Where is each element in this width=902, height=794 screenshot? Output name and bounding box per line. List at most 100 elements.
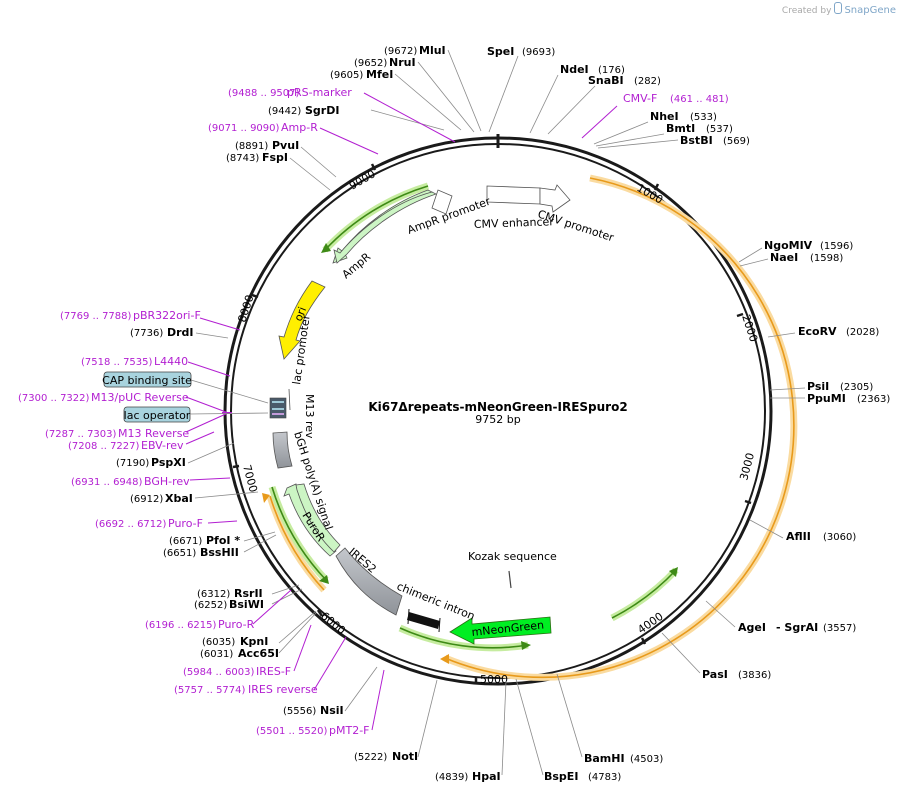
cmv-enhancer-arrow[interactable] (486, 185, 541, 205)
enzyme-label[interactable]: AflII (786, 530, 811, 543)
enzyme-label[interactable]: HpaI (472, 770, 501, 783)
tick-label-4000: 4000 (635, 610, 665, 637)
enzyme-label[interactable]: NheI (650, 110, 679, 123)
cmv-promoter-arrow[interactable] (539, 184, 571, 213)
enzyme-pos: (2363) (857, 394, 890, 405)
ampr-promoter-arrow[interactable] (431, 189, 453, 215)
tick-label-9000: 9000 (347, 167, 378, 192)
enzyme-label[interactable]: PfoI * (206, 534, 240, 547)
primer-pos: (5501 .. 5520) (256, 726, 328, 737)
enzyme-label[interactable]: KpnI (240, 635, 268, 648)
enzyme-label[interactable]: XbaI (165, 492, 193, 505)
enzyme-label[interactable]: EcoRV (798, 325, 837, 338)
primer-pos: (9071 .. 9090) (208, 123, 280, 134)
enzyme-pos: (569) (723, 136, 750, 147)
enzyme-label[interactable]: MfeI (366, 68, 393, 81)
enzyme-pos: (9693) (522, 47, 555, 58)
ampr-body (333, 191, 438, 264)
primer-label[interactable]: pRS-marker (287, 86, 352, 99)
lac-promoter-mark (288, 388, 291, 411)
enzyme-label[interactable]: PvuI (272, 139, 299, 152)
tick-label-3000: 3000 (737, 451, 757, 481)
watermark-prefix: Created by (781, 6, 832, 16)
bgh-polya-block[interactable] (272, 431, 293, 469)
enzyme-pos: (4503) (630, 754, 663, 765)
mneongreen-arrow[interactable] (449, 616, 552, 645)
enzyme-label[interactable]: SpeI (487, 45, 514, 58)
lac-operator-box[interactable] (123, 406, 191, 423)
primer-labels: CMV-F (461 .. 481) pRS-marker (9488 .. 9… (18, 86, 729, 737)
primer-label[interactable]: IRES-F (256, 665, 291, 678)
enzyme-label[interactable]: PasI (702, 668, 728, 681)
primer-label[interactable]: EBV-rev (141, 439, 184, 452)
intron-bar (407, 608, 410, 625)
enzyme-label[interactable]: BstBI (680, 134, 713, 147)
enzyme-pos: (3060) (823, 532, 856, 543)
primer-pos: (6196 .. 6215) (145, 620, 217, 631)
enzyme-label[interactable]: NgoMIV (764, 239, 813, 252)
enzyme-label[interactable]: DrdI (167, 326, 194, 339)
primer-label[interactable]: Puro-F (168, 517, 203, 530)
enzyme-pos: (9605) (330, 70, 363, 81)
enzyme-label[interactable]: NsiI (320, 704, 344, 717)
enzyme-label[interactable]: Acc65I (238, 647, 279, 660)
enzyme-label[interactable]: SnaBI (588, 74, 624, 87)
ori-arrow[interactable] (278, 280, 326, 360)
label-chimeric-intron: chimeric intron (395, 580, 477, 623)
enzyme-label[interactable]: RsrII (234, 587, 263, 600)
enzyme-pos: (1598) (810, 253, 843, 264)
enzyme-pos: (537) (706, 124, 733, 135)
enzyme-label[interactable]: SgrDI (305, 104, 339, 117)
plasmid-name: Ki67Δrepeats-mNeonGreen-IRESpuro2 (368, 400, 627, 414)
primer-label[interactable]: M13/pUC Reverse (91, 391, 189, 404)
primer-pos: (7287 .. 7303) (45, 429, 117, 440)
enzyme-label[interactable]: FspI (262, 151, 288, 164)
primer-pos: (7300 .. 7322) (18, 393, 90, 404)
enzyme-label[interactable]: BssHII (200, 546, 239, 559)
lac-stripe (272, 401, 284, 403)
enzyme-pos: (8891) (235, 141, 268, 152)
enzyme-label[interactable]: BsiWI (229, 598, 264, 611)
enzyme-label[interactable]: PsiI (807, 380, 829, 393)
primer-label[interactable]: BGH-rev (144, 475, 190, 488)
enzyme-label[interactable]: AgeI (738, 621, 766, 634)
primer-label[interactable]: M13 Reverse (118, 427, 189, 440)
tick-label-5000: 5000 (480, 673, 508, 686)
ires2-block[interactable] (335, 547, 403, 616)
label-kozak: Kozak sequence (468, 550, 557, 563)
enzyme-label[interactable]: BspEI (544, 770, 578, 783)
primer-label[interactable]: IRES reverse (248, 683, 318, 696)
enzyme-label[interactable]: NruI (389, 56, 416, 69)
primer-label[interactable]: pMT2-F (329, 724, 370, 737)
primer-label[interactable]: Puro-R (218, 618, 255, 631)
enzyme-pos: (8743) (226, 153, 259, 164)
enzyme-pos: (2305) (840, 382, 873, 393)
primer-label[interactable]: L4440 (154, 355, 188, 368)
label-m13-rev: M13 rev (303, 394, 316, 439)
enzyme-labels: SpeI (9693) NdeI (176) SnaBI (282) NheI … (116, 44, 890, 783)
enzyme-label[interactable]: PspXI (151, 456, 186, 469)
lac-operator-leader (189, 412, 269, 415)
enzyme-label[interactable]: NaeI (770, 251, 798, 264)
enzyme-label[interactable]: MluI (419, 44, 446, 57)
lac-operator-label: lac operator (124, 409, 191, 422)
enzyme-pos: (6035) (202, 637, 235, 648)
enzyme-label[interactable]: BmtI (666, 122, 695, 135)
enzyme-label[interactable]: PpuMI (807, 392, 846, 405)
orange-arcs (262, 174, 798, 681)
cap-binding-box[interactable] (103, 371, 192, 388)
enzyme-pos: (533) (690, 112, 717, 123)
enzyme-pos: (7736) (130, 328, 163, 339)
primer-label[interactable]: CMV-F (623, 92, 657, 105)
enzyme-label[interactable]: NdeI (560, 63, 589, 76)
primer-label[interactable]: Amp-R (281, 121, 318, 134)
intron-bar (438, 617, 441, 633)
enzyme-label[interactable]: BamHI (584, 752, 625, 765)
boxed-labels: CAP binding site lac operator (102, 371, 269, 423)
primer-label[interactable]: pBR322ori-F (133, 309, 201, 322)
enzyme-label[interactable]: NotI (392, 750, 418, 763)
enzyme-pos: (7190) (116, 458, 149, 469)
enzyme-pos: (4783) (588, 772, 621, 783)
chimeric-intron-mark[interactable] (407, 612, 440, 629)
